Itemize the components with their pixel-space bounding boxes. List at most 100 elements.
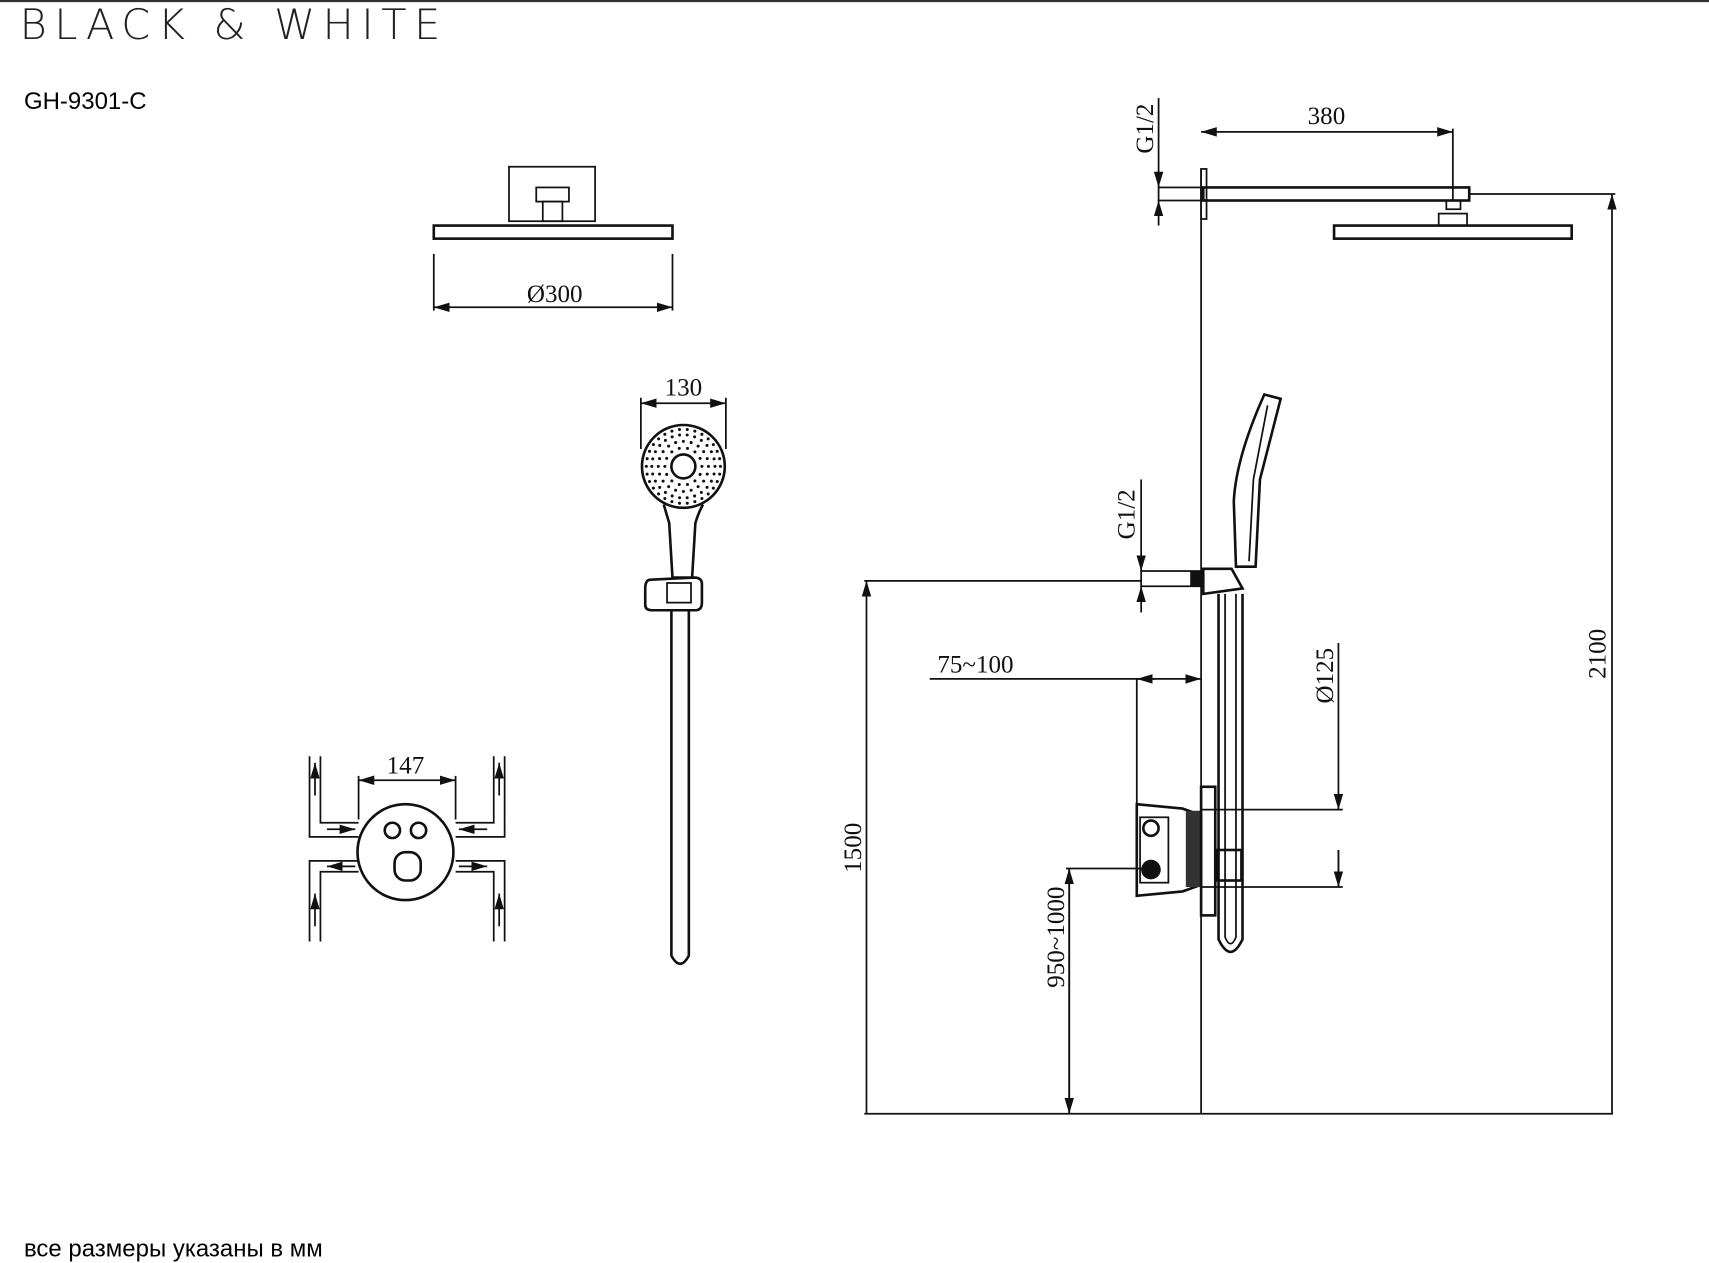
nozzle-dot: [700, 432, 704, 436]
nozzle-dot: [645, 457, 649, 461]
nozzle-dot: [698, 456, 702, 460]
nozzle-dot: [677, 501, 682, 505]
nozzle-dot: [656, 464, 660, 468]
dim-mixer-height: 950~1000: [1043, 887, 1070, 988]
nozzle-dot: [702, 450, 706, 454]
dim-mixer-depth: 75~100: [937, 651, 1013, 678]
nozzle-dot: [709, 479, 713, 483]
dim-arm-length: 380: [1308, 103, 1346, 130]
nozzle-dot: [677, 428, 682, 432]
nozzle-dot: [685, 501, 689, 505]
nozzle-dot: [693, 435, 697, 439]
nozzle-dot: [657, 492, 661, 496]
nozzle-dot: [665, 472, 669, 476]
nozzle-dot: [651, 443, 655, 447]
nozzle-dot: [693, 479, 697, 483]
nozzle-dot: [663, 464, 667, 468]
nozzle-dot: [706, 437, 710, 441]
nozzle-dot: [663, 490, 667, 494]
nozzle-dot: [685, 496, 689, 500]
nozzle-dot: [658, 443, 662, 447]
nozzle-dot: [705, 443, 709, 447]
nozzle-dot: [693, 494, 697, 498]
nozzle-dot: [670, 479, 674, 483]
nozzle-dot: [711, 443, 715, 447]
nozzle-dot: [693, 450, 697, 454]
dim-thread-outlet: G1/2: [1114, 489, 1141, 539]
nozzle-dot: [665, 456, 669, 460]
nozzle-dot: [658, 485, 662, 489]
nozzle-dot: [698, 472, 702, 476]
nozzle-dot: [696, 444, 700, 448]
nozzle-dot: [670, 500, 674, 504]
nozzle-dot: [674, 441, 678, 445]
nozzle-dot: [700, 464, 704, 468]
nozzle-dot: [705, 457, 709, 461]
nozzle-dot: [677, 446, 681, 450]
nozzle-dot: [705, 485, 709, 489]
nozzle-dot: [718, 464, 722, 468]
nozzle-dot: [648, 449, 652, 453]
nozzle-dot: [693, 429, 697, 433]
nozzle-dot: [653, 479, 657, 483]
nozzle-dot: [681, 439, 685, 443]
model-number: GH-9301-C: [24, 88, 147, 115]
nozzle-dot: [685, 482, 690, 486]
nozzle-dot: [667, 444, 671, 448]
nozzle-dot: [645, 472, 649, 476]
nozzle-dot: [718, 472, 722, 476]
nozzle-dot: [648, 479, 652, 484]
nozzle-dot: [709, 450, 713, 454]
nozzle-dot: [685, 433, 689, 437]
nozzle-dot: [699, 438, 703, 442]
nozzle-dot: [658, 472, 662, 476]
nozzle-dot: [681, 489, 685, 493]
nozzle-dot: [689, 441, 693, 445]
nozzle-dot: [651, 472, 655, 476]
dim-head-diameter: Ø300: [527, 281, 583, 308]
nozzle-dot: [700, 496, 704, 501]
dim-hand-shower-width: 130: [665, 375, 703, 402]
nozzle-dot: [670, 494, 674, 498]
nozzle-dot: [661, 450, 665, 454]
installation-side-view: G1/2 380 2100 G1/2 1500 75~100: [840, 98, 1617, 1115]
nozzle-dot: [670, 429, 674, 433]
nozzle-dot: [644, 464, 648, 468]
nozzle-dot: [706, 464, 710, 468]
nozzle-dot: [715, 479, 719, 484]
mixer-front-view: 147: [308, 753, 506, 942]
nozzle-dot: [674, 488, 678, 492]
nozzle-dot: [706, 492, 710, 496]
nozzle-dot: [712, 457, 716, 461]
nozzle-dot: [712, 472, 716, 476]
shower-head-top-view: Ø300: [432, 165, 674, 313]
nozzle-dot: [715, 449, 719, 453]
nozzle-dot: [711, 486, 715, 490]
dim-thread-top: G1/2: [1132, 104, 1159, 154]
nozzle-dot: [705, 472, 709, 476]
nozzle-dot: [651, 457, 655, 461]
nozzle-dot: [685, 428, 689, 432]
nozzle-dot: [658, 457, 662, 461]
dim-mixer-diameter: Ø125: [1312, 648, 1339, 704]
hand-shower-front-view: 130: [640, 375, 727, 966]
nozzle-dot: [677, 482, 681, 486]
dim-mixer-width: 147: [387, 753, 425, 780]
nozzle-dot: [678, 433, 682, 437]
nozzle-dot: [650, 464, 654, 468]
nozzle-dot: [713, 464, 717, 468]
brand-logo: BLACK & WHITE: [20, 1, 448, 49]
nozzle-dot: [718, 457, 722, 461]
nozzle-dot: [693, 500, 697, 504]
nozzle-dot: [663, 438, 667, 442]
nozzle-dot: [651, 486, 655, 490]
dim-outlet-height: 1500: [840, 823, 867, 873]
nozzle-dot: [699, 490, 703, 494]
nozzle-dot: [702, 479, 706, 483]
nozzle-dot: [653, 450, 657, 454]
nozzle-dot: [657, 437, 661, 441]
nozzle-dot: [663, 432, 667, 436]
dim-total-height: 2100: [1584, 629, 1611, 679]
nozzle-dot: [670, 435, 674, 439]
